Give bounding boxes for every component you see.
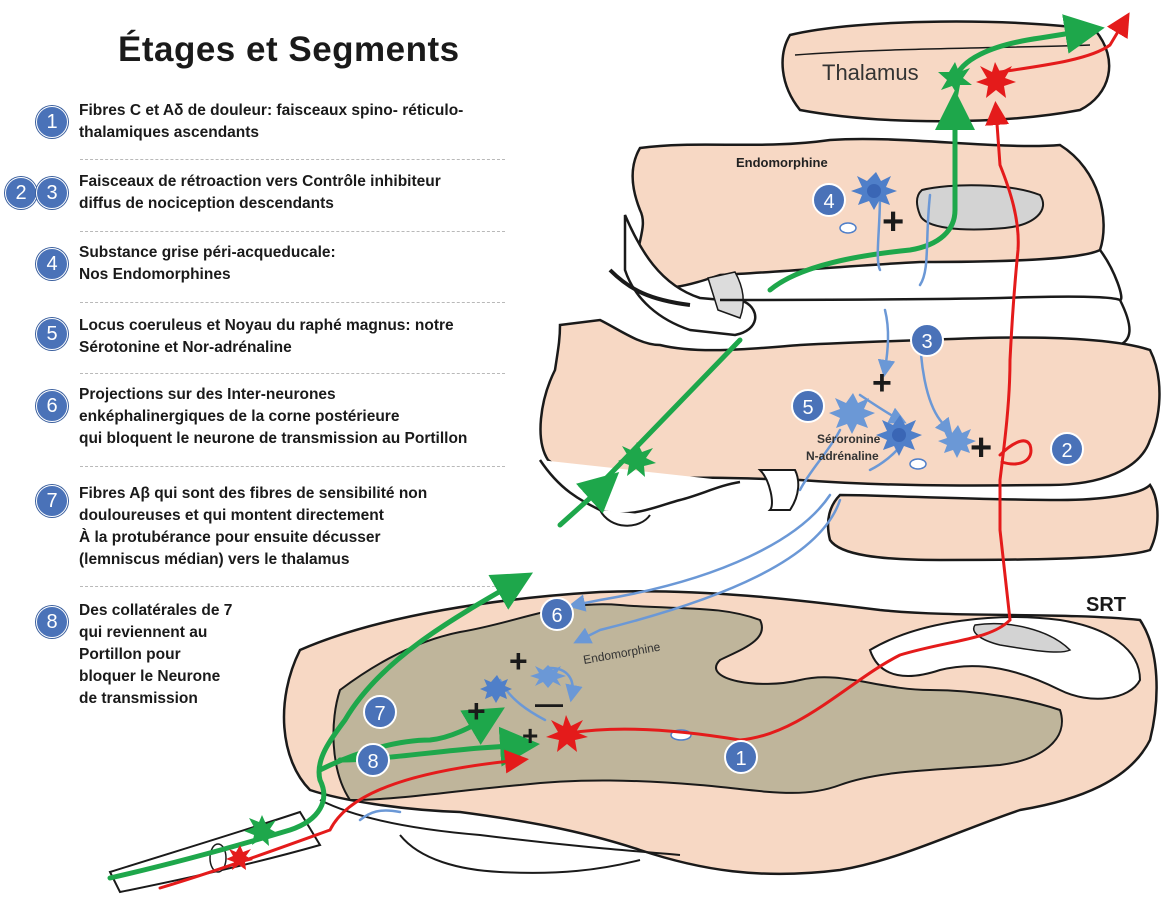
neuron-blue-raphe-1 [829,393,875,434]
svg-text:4: 4 [823,191,834,213]
thalamus-label: Thalamus [822,60,919,85]
legend-badge-8: 8 [36,606,68,638]
nadrenaline-label: N-adrénaline [806,449,879,463]
legend-text-5: Locus coeruleus et Noyau du raphé magnus… [79,317,454,356]
plus-sign-spinal-2: + [467,693,486,729]
plus-sign-raphe: + [872,364,892,402]
svg-text:3: 3 [921,331,932,353]
svg-text:5: 5 [802,397,813,419]
diagram-badge-3: 3 [910,323,944,357]
diagram-badge-4: 4 [812,183,846,217]
neuron-blue-spinal-1 [480,675,512,703]
legend-badge-2: 2 [5,177,37,209]
spinal-cord-region [282,589,1158,876]
neuron-green-nerve [244,815,279,846]
plus-sign-spinal-1: + [509,643,528,679]
neuron-red-nerve [226,845,253,870]
neuron-blue-pag [851,172,897,210]
legend-text-1: Fibres C et Aδ de douleur: faisceaux spi… [79,102,464,141]
legend-badge-6: 6 [36,390,68,422]
plus-sign-spinal-3: + [522,720,538,751]
legend-divider [80,373,505,374]
legend-divider [80,466,505,467]
diagram-badge-6: 6 [540,597,574,631]
endomorphine-top-label: Endomorphine [736,155,828,170]
srt-label: SRT [1086,594,1126,616]
legend-badge-7: 7 [36,485,68,517]
svg-text:7: 7 [374,703,385,725]
svg-text:2: 2 [1061,440,1072,462]
neuron-red-thalamus [976,62,1016,98]
legend-badge-3: 3 [36,177,68,209]
diagram-badge-5: 5 [791,389,825,423]
legend-divider [80,159,505,160]
legend-text-4: Substance grise péri-acqueducale:Nos End… [79,244,336,283]
thalamus-region [781,20,1111,123]
svg-text:6: 6 [551,605,562,627]
neuron-red-spinal [546,715,588,752]
neuron-blue-spinal-2 [530,665,566,688]
legend-divider [80,302,505,303]
midbrain-region [608,137,1131,347]
neuron-blue-raphe-3 [938,425,976,458]
svg-text:8: 8 [367,751,378,773]
plus-sign-feedback: + [970,427,992,469]
legend-badge-1: 1 [36,106,68,138]
red-fiber-pathway [158,12,1130,890]
neuron-blue-raphe-2 [876,415,922,456]
legend-divider [80,231,505,232]
legend-badge-5: 5 [36,318,68,350]
legend-divider [80,586,505,587]
plus-sign-pag: + [882,201,904,243]
blue-fiber-pathway [358,193,953,822]
neuron-green-pons [618,442,656,477]
diagram-badge-8: 8 [356,743,390,777]
svg-text:1: 1 [735,748,746,770]
serotonine-label: Séroronine [817,432,881,446]
legend-text-2-3: Faisceaux de rétroaction vers Contrôle i… [79,173,441,212]
diagram-badge-2: 2 [1050,432,1084,466]
diagram-badge-7: 7 [363,695,397,729]
legend-title: Étages et Segments [118,30,460,69]
legend-badge-4: 4 [36,248,68,280]
neuron-green-thalamus [938,62,972,96]
green-fiber-pathway [107,14,1105,881]
diagram-badge-1: 1 [724,740,758,774]
minus-sign-spinal: — [535,688,563,719]
legend-text-7: Fibres Aβ qui sont des fibres de sensibi… [79,485,428,568]
